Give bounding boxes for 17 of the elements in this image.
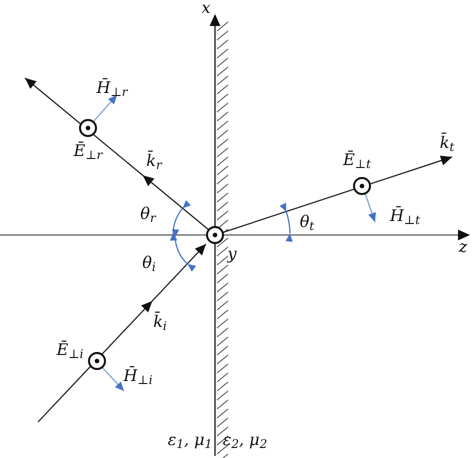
vector-label: k̄$_{i}$ xyxy=(153,314,167,330)
vector-label: k̄$_{r}$ xyxy=(146,153,162,169)
field-label: Ē$_{⊥t}$ xyxy=(343,152,371,168)
axis-label: y xyxy=(227,246,237,262)
axis-label: x xyxy=(201,0,211,16)
angle-label: θ$_{t}$ xyxy=(300,214,314,230)
field-label: Ē$_{⊥i}$ xyxy=(56,342,84,358)
medium-label: ε$_{1}$, μ$_{1}$ xyxy=(168,432,212,448)
vector-label: k̄$_{t}$ xyxy=(440,135,454,151)
field-label: Ē$_{⊥r}$ xyxy=(74,143,102,159)
field-label: H̄$_{⊥t}$ xyxy=(390,208,420,224)
angle-label: θ$_{r}$ xyxy=(140,206,156,222)
angle-label: θ$_{i}$ xyxy=(142,255,156,271)
field-label: H̄$_{⊥r}$ xyxy=(96,80,128,96)
field-label: H̄$_{⊥i}$ xyxy=(123,368,153,384)
axis-label: z xyxy=(458,239,468,255)
medium-label: ε$_{2}$, μ$_{2}$ xyxy=(222,432,268,448)
